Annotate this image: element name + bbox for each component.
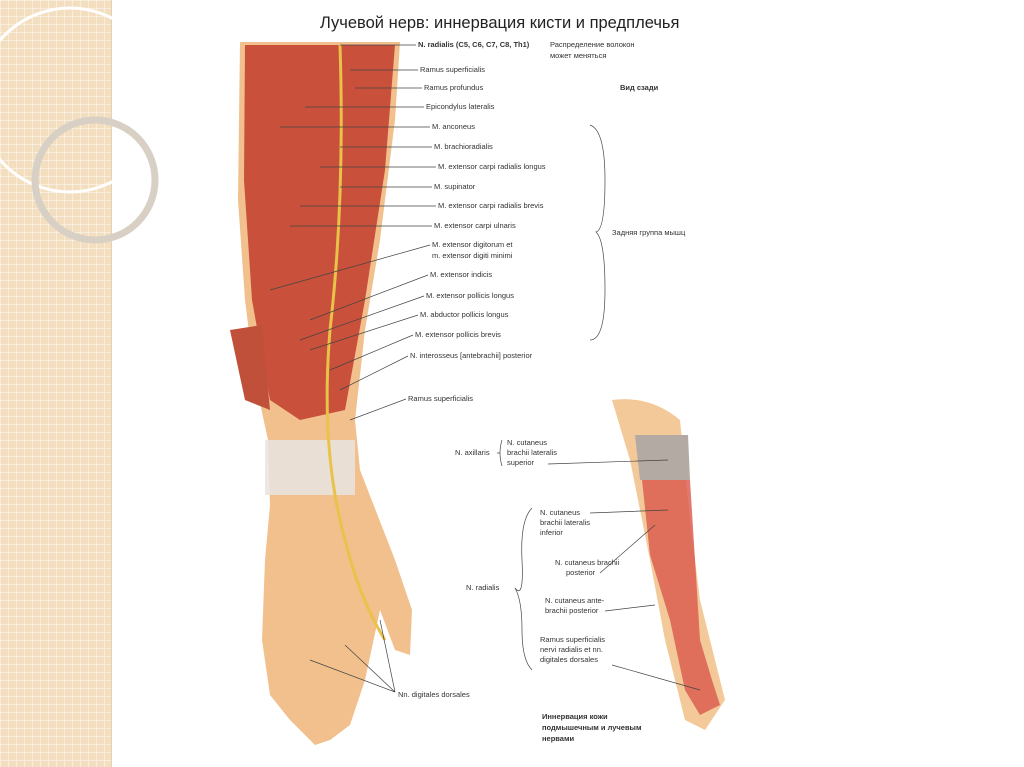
label: M. supinator xyxy=(434,182,476,191)
label: inferior xyxy=(540,528,563,537)
label: M. extensor carpi ulnaris xyxy=(434,221,516,230)
caption: нервами xyxy=(542,734,575,743)
label: N. cutaneus xyxy=(540,508,581,517)
note: Распределение волокон xyxy=(550,40,635,49)
label: Ramus superficialis xyxy=(540,635,606,644)
label: M. extensor digitorum et xyxy=(432,240,513,249)
nerve-illustration xyxy=(325,44,387,641)
label: Ramus superficialis xyxy=(420,65,486,74)
label: brachii posterior xyxy=(545,606,599,615)
label: brachii lateralis xyxy=(507,448,558,457)
label: brachii lateralis xyxy=(540,518,591,527)
label: M. abductor pollicis longus xyxy=(420,310,509,319)
view-label: Вид сзади xyxy=(620,83,659,92)
label: N. cutaneus ante- xyxy=(545,596,605,605)
label: m. extensor digiti minimi xyxy=(432,251,513,260)
label: N. cutaneus brachii xyxy=(555,558,620,567)
label: M. extensor pollicis longus xyxy=(426,291,514,300)
label: N. cutaneus xyxy=(507,438,548,447)
label: Ramus profundus xyxy=(424,83,484,92)
caption: Иннервация кожи xyxy=(542,712,608,721)
label: M. extensor carpi radialis longus xyxy=(438,162,546,171)
label: N. axillaris xyxy=(455,448,490,457)
label: N. interosseus [antebrachii] posterior xyxy=(410,351,533,360)
slide-title: Лучевой нерв: иннервация кисти и предпле… xyxy=(320,14,680,32)
caption: подмышечным и лучевым xyxy=(542,723,642,732)
label: M. extensor indicis xyxy=(430,270,493,279)
label: M. extensor carpi radialis brevis xyxy=(438,201,544,210)
decorative-side-strip xyxy=(0,0,112,767)
label: N. radialis (C5, C6, C7, C8, Th1) xyxy=(418,40,530,49)
label: Epicondylus lateralis xyxy=(426,102,495,111)
decor-circle xyxy=(0,6,164,194)
label: M. brachioradialis xyxy=(434,142,493,151)
label: superior xyxy=(507,458,535,467)
label: nervi radialis et nn. xyxy=(540,645,603,654)
muscles-illustration xyxy=(244,45,395,420)
decor-circle xyxy=(31,116,159,244)
label: N. radialis xyxy=(466,583,500,592)
label: digitales dorsales xyxy=(540,655,598,664)
label: Ramus superficialis xyxy=(408,394,474,403)
label: M. extensor pollicis brevis xyxy=(415,330,501,339)
label: Nn. digitales dorsales xyxy=(398,690,470,699)
label: M. anconeus xyxy=(432,122,475,131)
leader-lines xyxy=(269,44,701,693)
retinaculum-illustration xyxy=(265,440,355,495)
group-label: Задняя группа мышц xyxy=(612,228,686,237)
label: posterior xyxy=(566,568,596,577)
note: может меняться xyxy=(550,51,607,60)
